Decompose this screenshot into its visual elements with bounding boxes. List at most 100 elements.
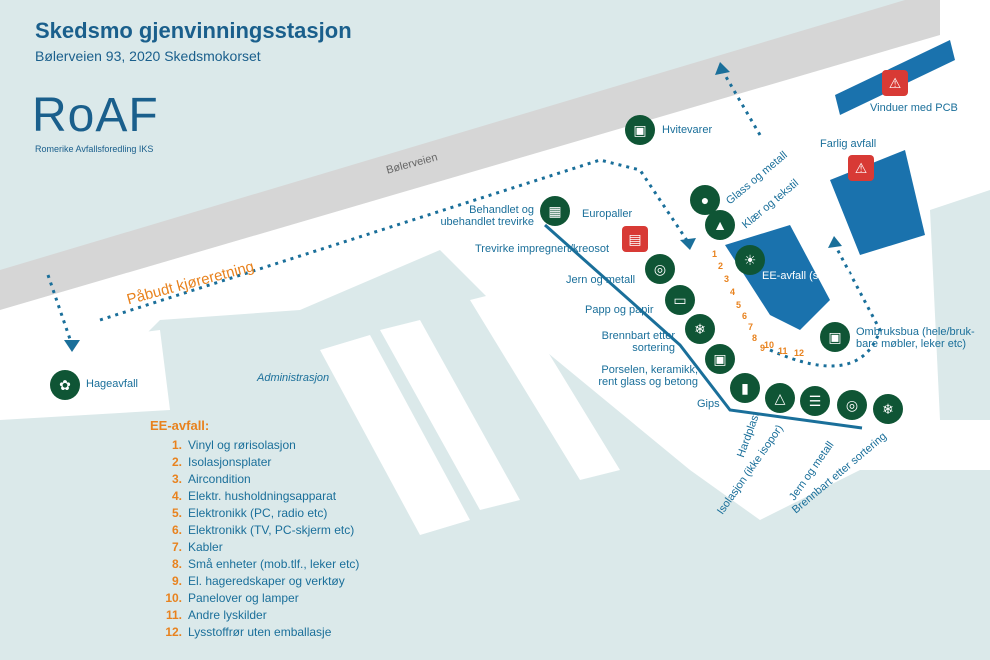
page-address: Bølerveien 93, 2020 Skedsmokorset [35, 48, 261, 64]
station-europaller: Europaller [582, 208, 633, 220]
ee-list-item-number: 4. [171, 489, 182, 503]
flame-icon: ❄ [685, 314, 715, 344]
ee-list-item: 10.Panelover og lamper [160, 591, 359, 608]
leaf-icon: ✿ [50, 370, 80, 400]
chair-icon: ▣ [820, 322, 850, 352]
drive-route [99, 158, 692, 322]
water-east [930, 190, 990, 420]
ee-list-item: 4. Elektr. husholdningsapparat [160, 489, 359, 506]
window-hazard-icon: ⚠ [882, 70, 908, 96]
ee-list-item-label: Isolasjonsplater [188, 455, 272, 469]
ee-list-item-number: 5. [171, 506, 182, 520]
ee-list-item-number: 9. [171, 574, 182, 588]
station-brennbart: Brennbart etter sortering [601, 330, 675, 354]
board-icon: ▮ [730, 373, 760, 403]
container-number: 8 [752, 333, 758, 343]
station-hageavfall: Hageavfall [86, 378, 138, 390]
logo-text: RoAF [32, 89, 159, 142]
washing-machine-icon: ▣ [625, 115, 655, 145]
flame-icon: ❄ [873, 394, 903, 424]
ee-list-item: 1. Vinyl og rørisolasjon [160, 438, 359, 455]
container-number: 1 [712, 249, 718, 259]
station-ee: EE-avfall (se liste) [762, 270, 851, 282]
ee-list-item-label: Elektr. husholdningsapparat [188, 489, 337, 503]
container-number: 10 [764, 340, 775, 350]
arrow-loop [828, 236, 842, 248]
building-admin-a [320, 335, 470, 535]
arrow-exit [715, 62, 730, 75]
page-title: Skedsmo gjenvinningsstasjon [35, 18, 352, 43]
station-hvitevarer: Hvitevarer [662, 124, 713, 136]
container-number: 12 [794, 348, 805, 358]
container-number: 5 [736, 300, 742, 310]
ee-list-item: 11. Andre lyskilder [160, 608, 359, 625]
station-jern: Jern og metall [566, 274, 636, 286]
ee-list-item-label: Lysstoffrør uten emballasje [188, 625, 332, 639]
ee-list-item-number: 8. [171, 557, 182, 571]
station-ombruk: Ombruksbua (hele/bruk-bare møbler, leker… [856, 326, 975, 350]
ee-list-item-label: El. hageredskaper og verktøy [188, 574, 345, 588]
drive-loop [769, 244, 882, 368]
wood-icon: ▦ [540, 196, 570, 226]
pallet-icon: ▤ [622, 226, 648, 252]
ee-list-heading: EE-avfall: [150, 418, 210, 433]
metal-icon: ◎ [645, 254, 675, 284]
arrow-entry [64, 340, 80, 352]
ee-list-item-label: Små enheter (mob.tlf., leker etc) [188, 557, 360, 571]
ee-list-item-number: 7. [171, 540, 182, 554]
container-row-line [544, 223, 863, 430]
ee-list-item: 6. Elektronikk (TV, PC-skjerm etc) [160, 523, 359, 540]
station-vinduer: Vinduer med PCB [870, 102, 958, 114]
container-number: 11 [778, 346, 788, 356]
administration-label: Administrasjon [257, 372, 330, 384]
ee-list-item-label: Kabler [188, 540, 223, 554]
container-number: 9 [760, 343, 766, 353]
ee-list-item-number: 11. [165, 608, 182, 622]
shirt-icon: ▲ [705, 210, 735, 240]
ee-list-item-label: Aircondition [188, 472, 251, 486]
ee-list-item-label: Elektronikk (TV, PC-skjerm etc) [188, 523, 355, 537]
ee-list: 1. Vinyl og rørisolasjon 2. Isolasjonsplate… [160, 438, 359, 642]
ee-list-item-number: 12. [165, 625, 182, 639]
arrow-route [680, 238, 696, 250]
ee-list-item: 2. Isolasjonsplater [160, 455, 359, 472]
container-number: 7 [748, 322, 754, 332]
land-west [0, 330, 170, 420]
building-admin-b [380, 320, 520, 510]
ee-list-item: 3. Aircondition [160, 472, 359, 489]
ee-list-item-number: 10. [165, 591, 182, 605]
ee-list-item-number: 2. [171, 455, 182, 469]
hazard-icon: ⚠ [848, 155, 874, 181]
building-admin-c [470, 290, 620, 480]
road-bolerveien [0, 0, 940, 310]
plastic-icon: △ [765, 383, 795, 413]
station-porselen: Porselen, keramikk, rent glass og betong [598, 364, 698, 388]
container-number: 3 [724, 274, 730, 284]
insulation-icon: ☰ [800, 386, 830, 416]
station-behandlet: Behandlet og ubehandlet trevirke [440, 204, 534, 228]
ee-list-item-label: Vinyl og rørisolasjon [188, 438, 296, 452]
ee-list-item: 5. Elektronikk (PC, radio etc) [160, 506, 359, 523]
container-number: 6 [742, 311, 748, 321]
metal-icon: ◎ [837, 390, 867, 420]
station-farlig: Farlig avfall [820, 138, 877, 150]
container-number: 2 [718, 261, 724, 271]
ee-list-item: 7. Kabler [160, 540, 359, 557]
ee-list-item: 12. Lysstoffrør uten emballasje [160, 625, 359, 642]
lamp-icon: ☀ [735, 245, 765, 275]
ee-list-item-number: 3. [171, 472, 182, 486]
station-gips: Gips [697, 398, 720, 410]
container-number: 4 [730, 287, 736, 297]
ee-list-item: 8. Små enheter (mob.tlf., leker etc) [160, 557, 359, 574]
ee-list-item: 9. El. hageredskaper og verktøy [160, 574, 359, 591]
ee-list-item-label: Elektronikk (PC, radio etc) [188, 506, 328, 520]
ee-list-item-label: Andre lyskilder [188, 608, 267, 622]
logo-subtitle: Romerike Avfallsforedling IKS [35, 144, 154, 154]
station-papp: Papp og papir [585, 304, 654, 316]
ee-list-item-number: 6. [171, 523, 182, 537]
ee-list-item-number: 1. [171, 438, 182, 452]
sink-icon: ▣ [705, 344, 735, 374]
station-trevirke-impregnert: Trevirke impregnert/kreosot [475, 243, 610, 255]
box-icon: ▭ [665, 285, 695, 315]
